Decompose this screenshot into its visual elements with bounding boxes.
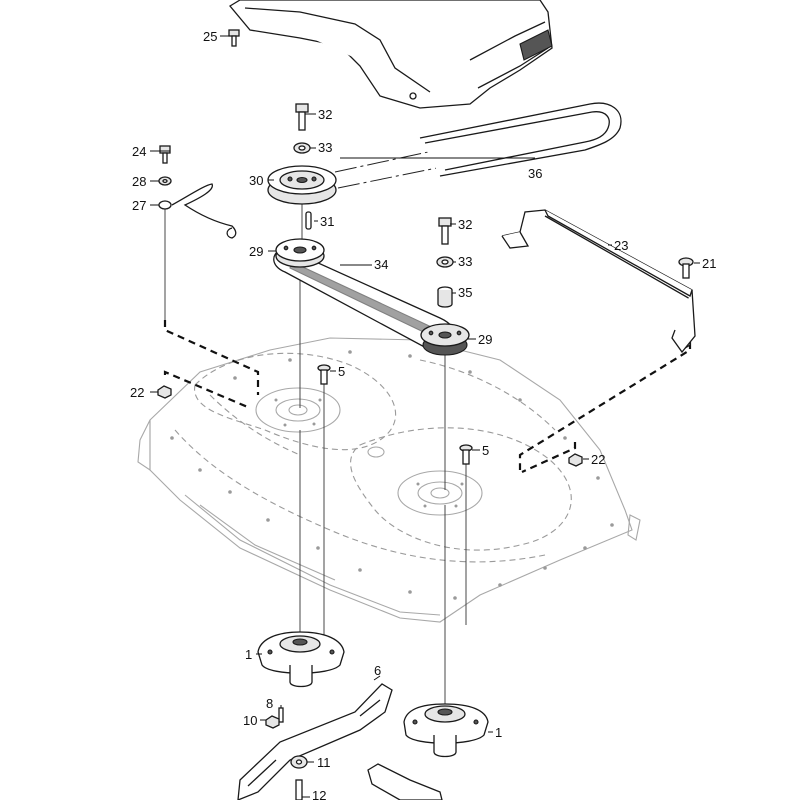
callout-35: 35 — [458, 285, 472, 300]
callout-25: 25 — [203, 29, 217, 44]
part-29-pulley-right — [420, 323, 470, 356]
part-6-blade-right — [367, 763, 443, 800]
deck-bolt-holes — [170, 350, 614, 600]
callout-33-right: 33 — [458, 254, 472, 269]
callout-12: 12 — [312, 788, 326, 800]
part-33-washer-left — [293, 142, 311, 154]
callout-1-left: 1 — [245, 647, 252, 662]
part-10-nut — [265, 715, 280, 729]
callout-6: 6 — [374, 663, 381, 678]
part-21-bolt — [678, 257, 694, 279]
callout-8: 8 — [266, 696, 273, 711]
callout-5-left: 5 — [338, 364, 345, 379]
part-23-bracket — [501, 209, 696, 354]
callout-28: 28 — [132, 174, 146, 189]
assembly-axes — [164, 200, 467, 705]
part-35-spacer — [437, 286, 453, 308]
callout-10: 10 — [243, 713, 257, 728]
callout-21: 21 — [702, 256, 716, 271]
callout-29-right: 29 — [478, 332, 492, 347]
callout-27: 27 — [132, 198, 146, 213]
part-1-spindle-right — [403, 703, 489, 758]
part-25-screw — [228, 29, 240, 47]
part-24-bolt — [159, 145, 171, 164]
callout-36: 36 — [528, 166, 542, 181]
callout-labels: 25 32 33 24 28 27 30 31 29 36 32 33 35 3… — [130, 29, 716, 800]
part-5-bolt-right — [459, 444, 473, 465]
part-12-bolt — [295, 779, 303, 800]
part-31-key — [305, 211, 312, 230]
part-27-washer — [158, 200, 172, 210]
callout-32-left: 32 — [318, 107, 332, 122]
callout-1-right: 1 — [495, 725, 502, 740]
part-5-bolt-left — [317, 364, 331, 385]
callout-31: 31 — [320, 214, 334, 229]
mower-deck-outline — [137, 337, 641, 623]
part-22-nut-left — [157, 385, 172, 399]
part-22-nut-right — [568, 453, 583, 467]
part-30-pulley — [267, 165, 337, 205]
callout-33-left: 33 — [318, 140, 332, 155]
part-29-pulley-left — [275, 238, 325, 268]
callout-24: 24 — [132, 144, 146, 159]
part-33-washer-right — [436, 256, 454, 268]
part-32-bolt-right — [438, 217, 452, 245]
callout-22-left: 22 — [130, 385, 144, 400]
part-27-wire-spring — [171, 183, 237, 239]
part-32-bolt-left — [295, 103, 309, 131]
callout-23: 23 — [614, 238, 628, 253]
part-28-washer — [158, 176, 172, 186]
leader-lines — [150, 35, 700, 798]
part-25-belt-cover — [229, 0, 553, 109]
callout-22-right: 22 — [591, 452, 605, 467]
callout-30: 30 — [249, 173, 263, 188]
part-1-spindle-left — [257, 631, 345, 688]
assembly-chain-lines — [163, 320, 692, 474]
callout-32-right: 32 — [458, 217, 472, 232]
callout-11: 11 — [317, 755, 331, 770]
part-36-drive-belt — [419, 102, 622, 177]
callout-5-right: 5 — [482, 443, 489, 458]
part-6-blade-left — [237, 683, 393, 800]
callout-34: 34 — [374, 257, 388, 272]
callout-29-left: 29 — [249, 244, 263, 259]
part-11-washer — [290, 755, 308, 769]
